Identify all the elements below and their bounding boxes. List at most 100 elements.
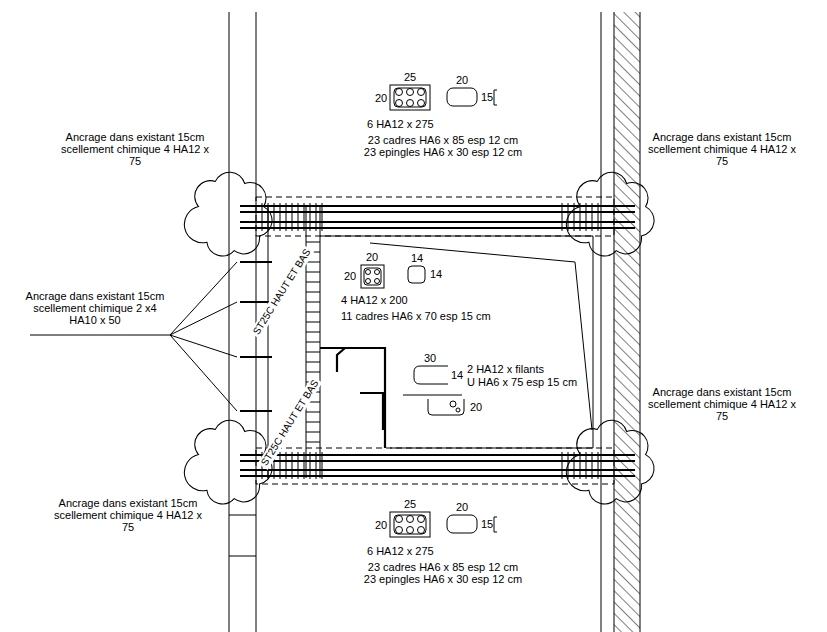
slab-outline	[370, 243, 592, 430]
dimension-label: 20	[456, 501, 468, 513]
dimension-label: 15	[481, 91, 493, 103]
column-section	[366, 270, 371, 275]
mesh-label: ST25C HAUT ET BAS	[250, 245, 315, 339]
existing-wall	[229, 556, 256, 557]
dimension-label: 20	[375, 92, 387, 104]
stirrup-ticks	[262, 452, 598, 479]
rebar-spec: 23 cadres HA6 x 85 esp 12 cm	[368, 561, 518, 573]
dimension-label: 25	[404, 498, 416, 510]
anchor-note: Ancrage dans existant 15cm scellement ch…	[53, 497, 203, 533]
dimension-label: 20	[470, 401, 482, 413]
beam-section	[418, 516, 425, 523]
beam-section	[390, 85, 497, 110]
rebar-spec: 23 epingles HA6 x 30 esp 12 cm	[364, 573, 522, 585]
rebar-spec: 23 cadres HA6 x 85 esp 12 cm	[368, 134, 518, 146]
slab-outline	[593, 236, 594, 448]
leader-line	[30, 335, 170, 336]
existing-wall	[640, 12, 641, 632]
u-bar-section	[414, 366, 448, 384]
u-bar-section	[428, 399, 464, 415]
existing-wall	[229, 12, 640, 632]
anchor-cloud	[566, 172, 654, 256]
stirrup-ticks	[262, 203, 598, 231]
existing-wall	[229, 12, 230, 632]
beam-section	[394, 515, 426, 534]
column-section	[364, 268, 381, 285]
column-section	[375, 270, 380, 275]
u-bar-section	[456, 408, 460, 412]
column-section	[361, 265, 425, 288]
column-section	[408, 266, 425, 283]
beam-rebar	[240, 211, 635, 213]
leader-line	[170, 302, 237, 335]
slab-outline	[320, 236, 593, 448]
beam-rebar	[240, 205, 635, 207]
beam-rebar	[240, 469, 635, 471]
anchor-bars	[240, 410, 272, 412]
dimension-label: 20	[344, 270, 356, 282]
slab-rebar	[320, 348, 385, 448]
u-bar-section	[450, 401, 456, 407]
leader-line	[170, 262, 237, 335]
beam-section	[494, 90, 497, 105]
anchor-note: Ancrage dans existant 15cm scellement ch…	[647, 131, 797, 167]
column-section	[375, 279, 380, 284]
beam-outline	[256, 448, 614, 484]
existing-wall	[614, 12, 640, 632]
existing-wall	[601, 12, 602, 632]
anchor-bars	[240, 356, 272, 358]
beam-section	[396, 100, 403, 107]
beam-section	[418, 527, 425, 534]
beam-section	[390, 512, 497, 537]
rebar-spec: 23 epingles HA6 x 30 esp 12 cm	[364, 146, 522, 158]
slab-outline	[320, 236, 593, 237]
beam-rebar	[240, 227, 635, 229]
slab-rebar	[360, 393, 383, 430]
existing-wall	[229, 515, 256, 516]
column-ladder	[268, 205, 269, 478]
column-ladder	[306, 242, 320, 442]
beam-section	[418, 100, 425, 107]
anchor-cloud	[566, 420, 654, 504]
beam-section	[396, 89, 403, 96]
beam-section	[447, 88, 477, 106]
stirrup-ticks	[262, 203, 598, 479]
beam-section	[407, 516, 414, 523]
beam-section	[396, 527, 403, 534]
anchor-note: Ancrage dans existant 15cm scellement ch…	[20, 290, 170, 326]
dimension-label: 14	[451, 369, 463, 381]
u-bar-section	[403, 366, 464, 415]
beam-section	[494, 517, 497, 532]
dimension-label: 20	[366, 251, 378, 263]
beam-section	[394, 88, 426, 107]
beam-section	[390, 512, 430, 537]
anchor-cloud	[184, 172, 272, 256]
rebar-spec: 11 cadres HA6 x 70 esp 15 cm	[341, 310, 491, 322]
rebar-spec: 6 HA12 x 275	[367, 118, 434, 130]
dimension-label: 20	[375, 519, 387, 531]
beam-section	[407, 100, 414, 107]
dimension-label: 30	[424, 352, 436, 364]
slab-outline	[390, 448, 593, 449]
u-bar-section	[403, 395, 462, 396]
column-section	[361, 265, 384, 288]
rebar-spec: 2 HA12 x filants	[467, 363, 544, 375]
column-section	[366, 279, 371, 284]
beam-section	[447, 515, 477, 533]
dimension-label: 15	[481, 518, 493, 530]
slab-rebar	[320, 348, 385, 448]
dimension-label: 20	[456, 74, 468, 86]
beam-rebar	[240, 221, 635, 223]
slab-rebar	[337, 348, 345, 372]
dimension-label: 14	[411, 252, 423, 264]
beam-outline	[256, 197, 614, 236]
leader-line	[30, 262, 237, 411]
anchor-note: Ancrage dans existant 15cm scellement ch…	[647, 386, 797, 422]
beam-outline	[256, 197, 614, 484]
existing-wall	[614, 12, 615, 632]
beam-rebar	[240, 475, 635, 477]
leader-line	[170, 335, 237, 411]
dimension-label: 25	[404, 71, 416, 83]
beam-rebar	[240, 460, 635, 462]
